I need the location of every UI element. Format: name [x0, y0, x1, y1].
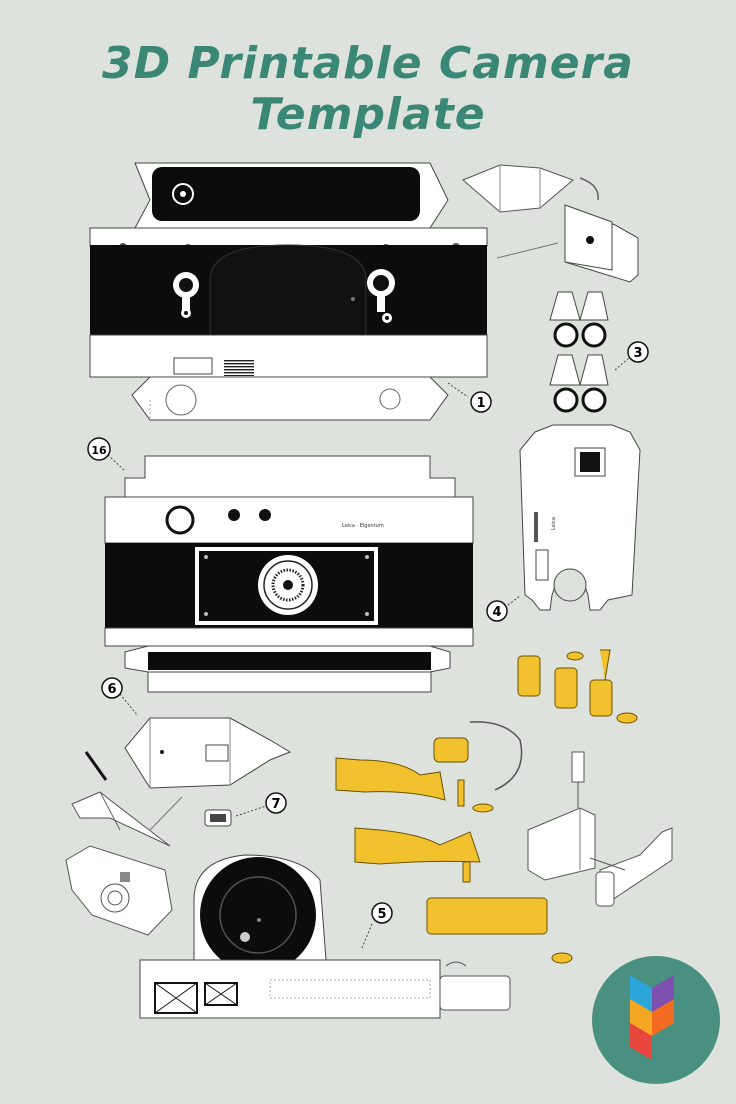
- svg-text:3: 3: [633, 346, 642, 361]
- callout-4: 4: [486, 595, 521, 622]
- svg-text:16: 16: [91, 444, 107, 457]
- part-6-winder: [124, 717, 292, 789]
- callout-6: 6: [101, 677, 139, 717]
- svg-text:7: 7: [271, 797, 280, 812]
- callout-16: 16: [87, 437, 125, 471]
- film-canisters-yellow: [335, 649, 638, 964]
- svg-text:6: 6: [107, 682, 116, 697]
- colorful-p-logo-icon: [592, 956, 720, 1084]
- part-7-small-piece: [204, 809, 232, 827]
- page-title: 3D Printable Camera Template: [102, 38, 634, 140]
- leica-logo-text: Leica: [551, 517, 557, 530]
- part-5-lens: [139, 854, 441, 1019]
- brand-small-text: Leica · Elgentum: [342, 523, 384, 529]
- pencil-and-folded-paper-illustration: [71, 751, 183, 847]
- svg-text:5: 5: [377, 907, 386, 922]
- svg-text:1: 1: [476, 396, 485, 411]
- part-1-top-plate: [89, 162, 488, 421]
- assembly-sketch-right: [439, 751, 673, 1011]
- viewfinder-box-part: [462, 164, 639, 283]
- callout-5: 5: [361, 902, 393, 949]
- part-16-front-body: [104, 455, 474, 693]
- svg-text:4: 4: [492, 605, 501, 620]
- part-4-base-plate: Leica: [519, 424, 641, 611]
- assembled-camera-sketch: [65, 845, 173, 936]
- callout-7: 7: [235, 792, 287, 817]
- callout-3: 3: [614, 341, 649, 371]
- part-3-eyelets: [549, 291, 609, 413]
- callout-1: 1: [447, 382, 492, 413]
